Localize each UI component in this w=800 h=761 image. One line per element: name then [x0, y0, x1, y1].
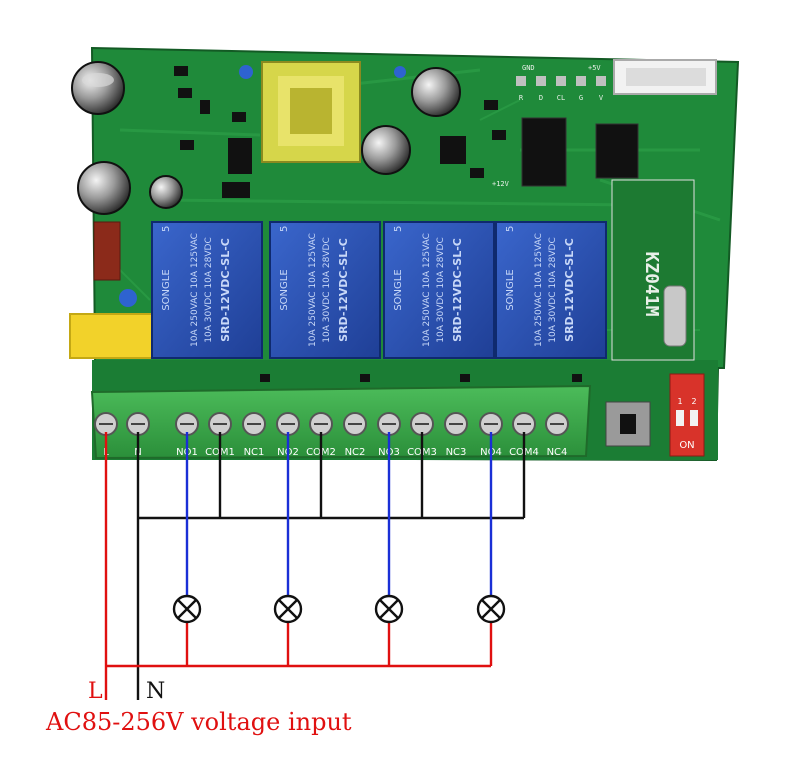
- svg-text:10A 250VAC 10A 125VAC: 10A 250VAC 10A 125VAC: [190, 233, 200, 347]
- svg-text:5: 5: [505, 226, 516, 232]
- fuse-resistor: [93, 221, 121, 281]
- wiring: [104, 432, 526, 700]
- svg-text:10A 250VAC 10A 125VAC: 10A 250VAC 10A 125VAC: [422, 233, 432, 347]
- x2-capacitor: [69, 313, 163, 359]
- lamp-2-icon: [273, 594, 303, 624]
- svg-text:SRD-12VDC-SL-C: SRD-12VDC-SL-C: [563, 238, 576, 342]
- dip-on-label: ON: [679, 440, 694, 451]
- svg-text:G: G: [579, 94, 583, 102]
- svg-text:SONGLE: SONGLE: [279, 269, 290, 310]
- svg-text:SRD-12VDC-SL-C: SRD-12VDC-SL-C: [337, 238, 350, 342]
- live-label: L: [88, 679, 103, 704]
- terminal-screw-nc4[interactable]: [545, 412, 569, 436]
- terminal-screw-com1[interactable]: [208, 412, 232, 436]
- svg-text:10A 30VDC 10A 28VDC: 10A 30VDC 10A 28VDC: [436, 237, 446, 342]
- terminal-label-nc2: NC2: [345, 447, 366, 458]
- svg-text:SRD-12VDC-SL-C: SRD-12VDC-SL-C: [219, 238, 232, 342]
- svg-text:5: 5: [279, 226, 290, 232]
- ic-chip-3: [222, 136, 466, 198]
- svg-text:SONGLE: SONGLE: [161, 269, 172, 310]
- capacitor-1: [71, 61, 125, 115]
- svg-text:10A 250VAC 10A 125VAC: 10A 250VAC 10A 125VAC: [534, 233, 544, 347]
- dip-1-label: 1: [677, 397, 682, 406]
- terminal-screw-nc1[interactable]: [242, 412, 266, 436]
- model-label: KZ041M: [641, 251, 662, 316]
- terminal-screw-nc2[interactable]: [343, 412, 367, 436]
- learn-button[interactable]: [605, 401, 651, 447]
- relay-3: SONGLE 10A 250VAC 10A 125VAC 10A 30VDC 1…: [383, 221, 495, 359]
- svg-text:10A 30VDC 10A 28VDC: 10A 30VDC 10A 28VDC: [204, 237, 214, 342]
- smd-components: [119, 65, 506, 307]
- plus12v-label: +12V: [492, 180, 510, 188]
- relay-2: SONGLE 10A 250VAC 10A 125VAC 10A 30VDC 1…: [269, 221, 381, 359]
- svg-text:10A 250VAC 10A 125VAC: 10A 250VAC 10A 125VAC: [308, 233, 318, 347]
- pin-header-pads: [516, 76, 606, 86]
- terminal-screw-no4[interactable]: [479, 412, 503, 436]
- terminal-label-nc1: NC1: [244, 447, 265, 458]
- lamp-4-icon: [476, 594, 506, 624]
- svg-text:SONGLE: SONGLE: [505, 269, 516, 310]
- svg-text:D: D: [539, 94, 543, 102]
- svg-text:5: 5: [393, 226, 404, 232]
- terminal-screw-com3[interactable]: [410, 412, 434, 436]
- status-leds: [260, 374, 582, 382]
- svg-text:5: 5: [161, 226, 172, 232]
- svg-text:SRD-12VDC-SL-C: SRD-12VDC-SL-C: [451, 238, 464, 342]
- svg-text:R: R: [519, 94, 524, 102]
- svg-text:V: V: [599, 94, 604, 102]
- gnd-label: GND: [522, 64, 535, 72]
- terminal-screw-n[interactable]: [126, 412, 150, 436]
- pin-header-connector: [613, 59, 717, 95]
- capacitor-3: [149, 175, 183, 209]
- terminal-label-nc4: NC4: [547, 447, 568, 458]
- terminal-block: [90, 384, 592, 460]
- neutral-label: N: [146, 679, 165, 704]
- lamp-3-icon: [374, 594, 404, 624]
- relay-4: SONGLE 10A 250VAC 10A 125VAC 10A 30VDC 1…: [495, 221, 607, 359]
- svg-text:CL: CL: [557, 94, 565, 102]
- svg-text:SONGLE: SONGLE: [393, 269, 404, 310]
- terminal-screw-no2[interactable]: [276, 412, 300, 436]
- dip-switch[interactable]: 1 2 ON: [669, 373, 705, 457]
- capacitor-5: [361, 125, 411, 175]
- pin-header-labels: R D CL G V GND +5V +12V: [492, 64, 604, 188]
- relay-1: SONGLE 10A 250VAC 10A 125VAC 10A 30VDC 1…: [151, 221, 263, 359]
- transformer: [261, 61, 361, 163]
- terminal-screw-no1[interactable]: [175, 412, 199, 436]
- svg-text:10A 30VDC 10A 28VDC: 10A 30VDC 10A 28VDC: [322, 237, 332, 342]
- input-voltage-label: AC85-256V voltage input: [45, 708, 352, 736]
- terminal-label-nc3: NC3: [446, 447, 467, 458]
- rf-module: KZ041M: [611, 179, 695, 361]
- svg-text:10A 30VDC 10A 28VDC: 10A 30VDC 10A 28VDC: [548, 237, 558, 342]
- ic-chip-1: [521, 117, 567, 187]
- terminal-screw-no3[interactable]: [377, 412, 401, 436]
- terminal-screw-com4[interactable]: [512, 412, 536, 436]
- ic-chip-2: [595, 123, 639, 179]
- plus5v-label: +5V: [588, 64, 601, 72]
- terminal-screw-l[interactable]: [94, 412, 118, 436]
- terminal-screw-com2[interactable]: [309, 412, 333, 436]
- dip-2-label: 2: [691, 397, 696, 406]
- lamp-1-icon: [172, 594, 202, 624]
- capacitor-2: [77, 161, 131, 215]
- capacitor-4: [411, 67, 461, 117]
- terminal-screw-nc3[interactable]: [444, 412, 468, 436]
